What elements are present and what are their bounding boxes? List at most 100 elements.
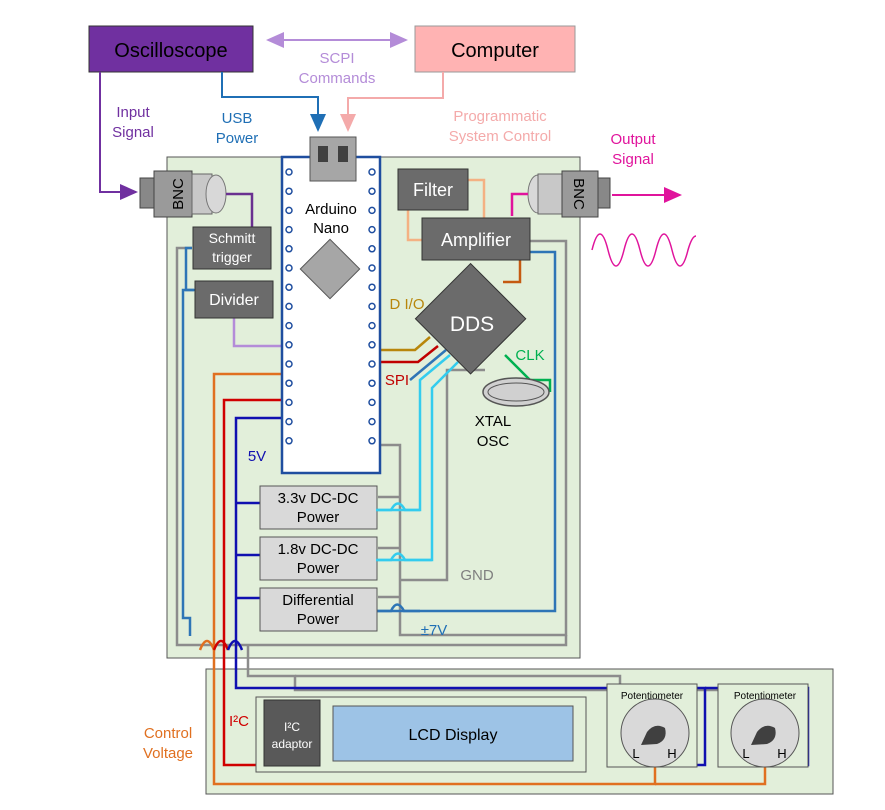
arduino-pin-right-9 bbox=[368, 321, 376, 330]
pm7v-label: ±7V bbox=[421, 622, 448, 639]
pot-2-high-label: H bbox=[777, 746, 786, 761]
pot-1-low-label: L bbox=[632, 746, 639, 761]
dcdc-1v8-box bbox=[259, 536, 378, 581]
control-voltage-wires bbox=[212, 372, 767, 786]
output-signal-label-1: Output bbox=[610, 131, 656, 148]
computer-label: Computer bbox=[451, 40, 539, 62]
computer-box bbox=[414, 25, 576, 73]
divider-output-wire bbox=[232, 318, 282, 348]
arduino-pin-right-6 bbox=[368, 264, 376, 272]
usb-power-wire bbox=[221, 72, 326, 132]
input-signal-label-1: Input bbox=[116, 104, 150, 121]
exit-hump-navy bbox=[226, 639, 244, 651]
dcdc-1v8-label-1: 1.8v DC-DC bbox=[278, 541, 359, 558]
amplifier-label: Amplifier bbox=[441, 230, 511, 250]
potentiometer-1-label: Potentiometer bbox=[621, 691, 684, 702]
dio-wire bbox=[380, 336, 431, 352]
filter-amp-wire bbox=[406, 178, 486, 242]
spi-wire bbox=[380, 345, 439, 364]
exit-hump-red bbox=[212, 639, 230, 651]
i2c-wire bbox=[222, 398, 282, 767]
arduino-pin-right-14 bbox=[368, 417, 376, 426]
scpi-label-2: Commands bbox=[299, 70, 376, 87]
arduino-pin-right-15 bbox=[368, 437, 376, 445]
input-signal-label-2: Signal bbox=[112, 124, 154, 141]
exit-hump-orange bbox=[198, 639, 216, 651]
v5-label: 5V bbox=[248, 448, 266, 465]
divider-label: Divider bbox=[209, 292, 259, 309]
arduino-pin-left-5 bbox=[285, 245, 293, 253]
usb-power-label-1: USB bbox=[222, 110, 253, 127]
arduino-pin-left-2 bbox=[285, 187, 293, 195]
dds-label: DDS bbox=[450, 313, 494, 336]
arduino-pin-left-13 bbox=[285, 398, 293, 407]
amp-output-wire bbox=[510, 192, 528, 216]
arduino-pin-left-6 bbox=[285, 264, 293, 272]
arduino-pin-right-10 bbox=[368, 341, 376, 349]
arduino-pin-left-4 bbox=[285, 225, 293, 234]
dio-label: D I/O bbox=[389, 296, 424, 313]
arduino-pin-left-3 bbox=[285, 206, 293, 215]
usb-pin-right bbox=[338, 146, 348, 162]
i2c-adaptor-label-1: I²C bbox=[284, 720, 300, 734]
dcdc-3v3-box bbox=[259, 485, 378, 530]
lcd-display bbox=[332, 705, 574, 762]
amplifier-box bbox=[421, 217, 531, 261]
arduino-pin-left-15 bbox=[285, 437, 293, 445]
bnc-output-connector: BNC bbox=[527, 170, 611, 218]
dcdc-3v3-label-2: Power bbox=[297, 509, 340, 526]
scpi-label-1: SCPI bbox=[319, 50, 354, 67]
output-sine-wave bbox=[591, 233, 697, 267]
schmitt-label-1: Schmitt bbox=[209, 230, 256, 246]
arduino-label-2: Nano bbox=[313, 220, 349, 237]
arduino-pin-right-7 bbox=[368, 283, 376, 291]
potentiometer-1[interactable]: Potentiometer L H bbox=[606, 683, 698, 768]
schmitt-trigger-box bbox=[192, 226, 272, 270]
input-signal-wire bbox=[99, 72, 138, 200]
arduino-pin-left-10 bbox=[285, 341, 293, 349]
clk-label: CLK bbox=[515, 347, 544, 364]
bnc-input-label: BNC bbox=[170, 178, 187, 210]
control-voltage-label-2: Voltage bbox=[143, 745, 193, 762]
output-signal-label-2: Signal bbox=[612, 151, 654, 168]
differential-power-box bbox=[259, 587, 378, 632]
arduino-pin-right-8 bbox=[368, 302, 376, 311]
usb-port bbox=[309, 136, 357, 182]
potentiometer-2-label: Potentiometer bbox=[734, 691, 797, 702]
arduino-pin-header bbox=[285, 168, 376, 445]
bnc-input-connector: BNC bbox=[139, 170, 227, 218]
arduino-pin-left-11 bbox=[285, 360, 293, 368]
programmatic-wire bbox=[340, 72, 444, 132]
schmitt-input-wire bbox=[226, 192, 254, 228]
xtal-label-1: XTAL bbox=[475, 413, 511, 430]
crossover-hump-1v8 bbox=[376, 552, 432, 562]
clk-wire bbox=[504, 354, 552, 392]
bnc-output-label: BNC bbox=[570, 178, 587, 210]
arduino-pin-left-8 bbox=[285, 302, 293, 311]
differential-label-2: Power bbox=[297, 611, 340, 628]
gnd-label: GND bbox=[460, 567, 494, 584]
control-voltage-label-1: Control bbox=[144, 725, 192, 742]
programmatic-label-1: Programmatic bbox=[453, 108, 547, 125]
arduino-chip bbox=[299, 238, 361, 300]
arduino-pin-left-14 bbox=[285, 417, 293, 426]
usb-pin-left bbox=[318, 146, 328, 162]
dds-blue-wire bbox=[409, 349, 447, 381]
xtal-oscillator bbox=[482, 377, 550, 407]
xtal-label-2: OSC bbox=[477, 433, 510, 450]
arduino-pin-right-1 bbox=[368, 168, 376, 176]
filter-label: Filter bbox=[413, 180, 453, 200]
programmatic-label-2: System Control bbox=[449, 128, 552, 145]
arduino-pin-right-11 bbox=[368, 360, 376, 368]
arduino-nano-board bbox=[280, 155, 382, 475]
amp-dds-wire bbox=[503, 260, 522, 284]
spi-label: SPI bbox=[385, 372, 409, 389]
oscilloscope-label: Oscilloscope bbox=[114, 40, 227, 62]
arduino-pin-right-4 bbox=[368, 225, 376, 234]
arduino-pin-left-1 bbox=[285, 168, 293, 176]
potentiometer-2[interactable]: Potentiometer L H bbox=[717, 683, 809, 768]
arduino-pin-right-2 bbox=[368, 187, 376, 195]
schmitt-label-2: trigger bbox=[212, 249, 252, 265]
arduino-pin-right-3 bbox=[368, 206, 376, 215]
